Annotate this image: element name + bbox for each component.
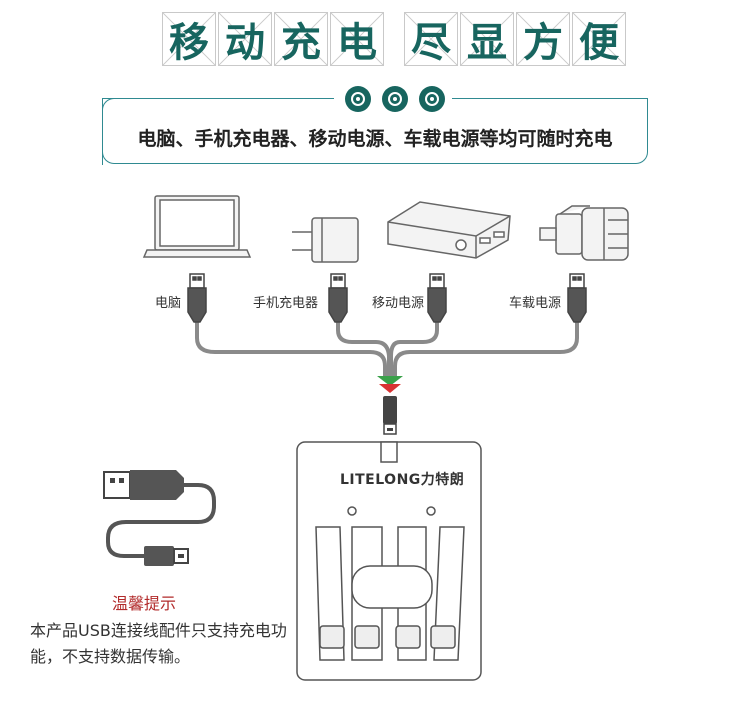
subtitle-frame-line (102, 98, 334, 99)
title-char: 便 (572, 12, 626, 66)
title-char: 显 (460, 12, 514, 66)
page-title: 移 动 充 电 尽 显 方 便 (162, 12, 628, 70)
subtitle-frame-line (452, 98, 648, 99)
tip-text: 本产品USB连接线配件只支持充电功能，不支持数据传输。 (30, 621, 287, 666)
usb-cable-icon (103, 470, 216, 566)
cable-bundle (195, 320, 579, 380)
title-char: 充 (274, 12, 328, 66)
target-dot-icon (382, 86, 408, 112)
title-char: 移 (162, 12, 216, 66)
power-bank-label: 移动电源 (372, 296, 425, 311)
micro-usb-plug-icon (383, 396, 397, 435)
junction-arrow-icon (379, 384, 401, 393)
power-bank-icon (387, 201, 511, 259)
tip-title: 温馨提示 (112, 594, 177, 613)
title-char: 电 (330, 12, 384, 66)
subtitle: 电脑、手机充电器、移动电源、车载电源等均可随时充电 (137, 128, 613, 150)
usb-plug-icon (427, 273, 447, 323)
target-dot-icon (419, 86, 445, 112)
target-dot-icon (345, 86, 371, 112)
wall-charger-icon (292, 217, 359, 263)
usb-plug-icon (328, 273, 348, 323)
battery-charger-icon (296, 441, 482, 681)
car-charger-icon (539, 205, 629, 261)
title-char: 方 (516, 12, 570, 66)
car-charger-label: 车载电源 (509, 296, 562, 311)
laptop-label: 电脑 (155, 296, 182, 311)
usb-plug-icon (187, 273, 207, 323)
usb-plug-icon (567, 273, 587, 323)
title-char: 尽 (404, 12, 458, 66)
brand-logo: LITELONG力特朗 (340, 472, 465, 488)
title-char: 动 (218, 12, 272, 66)
junction-arrow-icon (377, 376, 403, 386)
wall-charger-label: 手机充电器 (253, 296, 319, 311)
laptop-icon (142, 195, 252, 258)
